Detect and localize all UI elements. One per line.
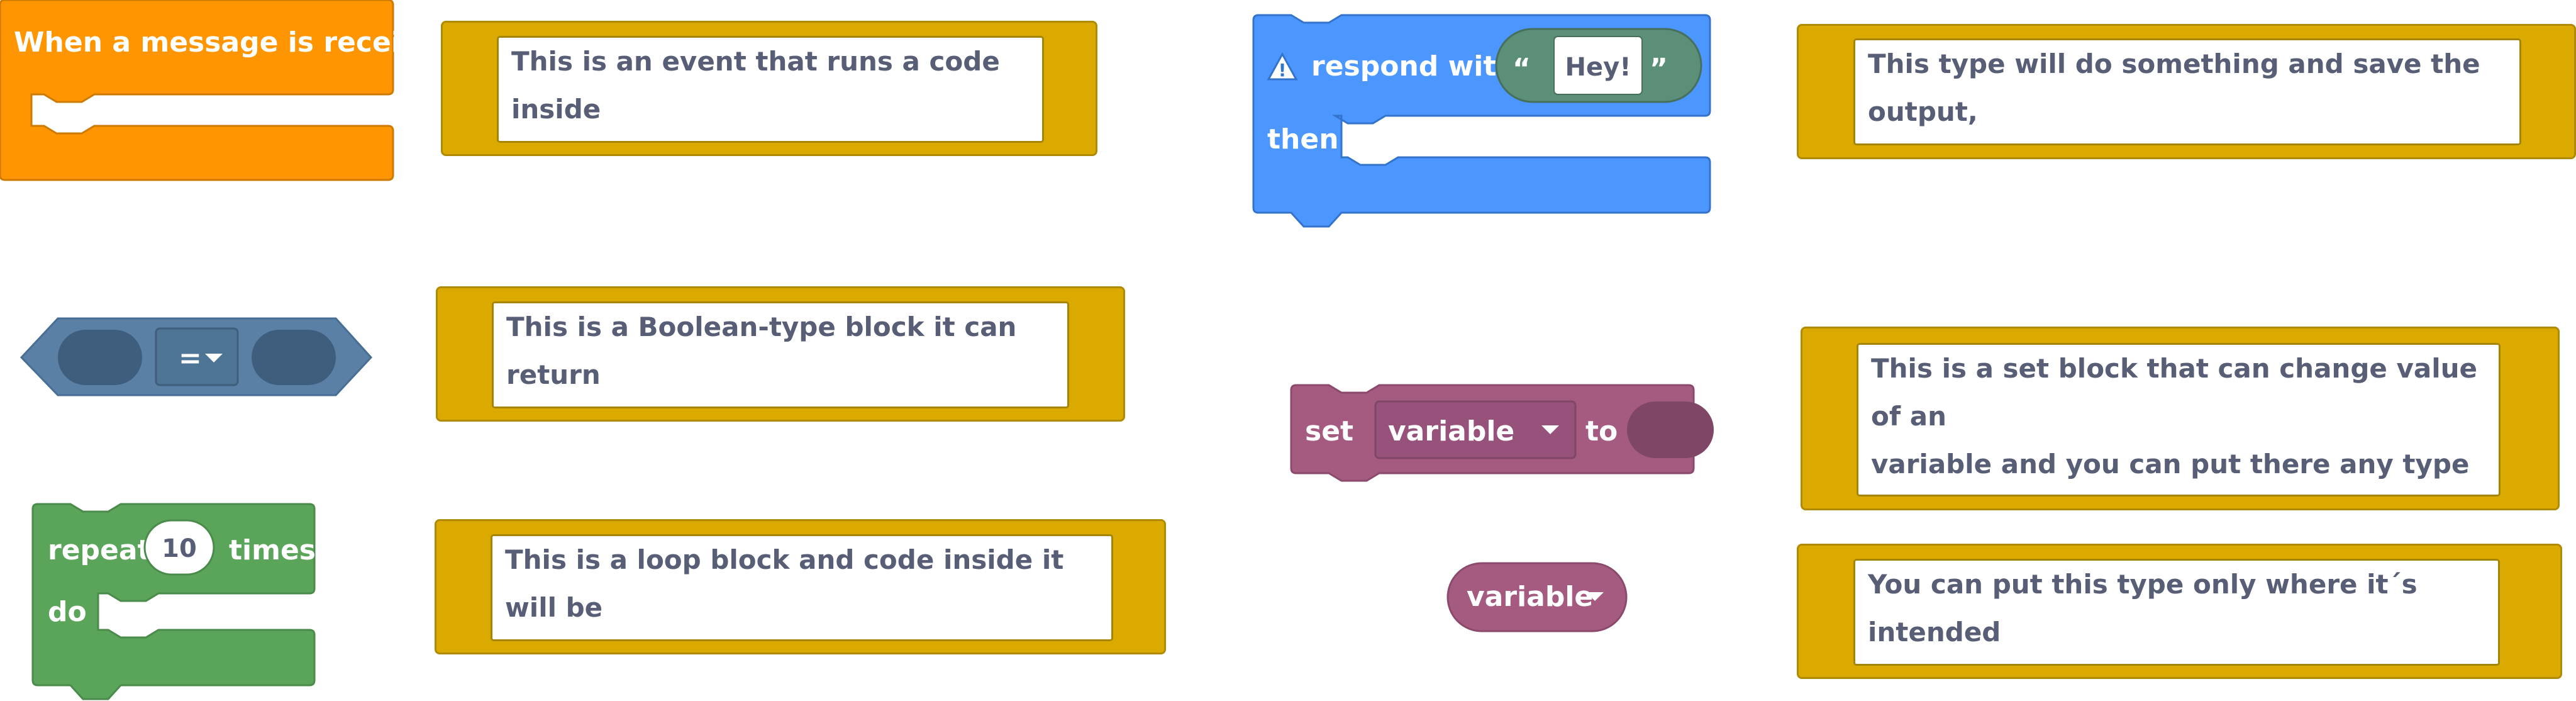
dropdown-caret-icon [1541, 425, 1559, 434]
variable-reporter-block[interactable]: variable [1446, 562, 1629, 634]
operator-value: = [179, 342, 202, 374]
respond-block-label: respond with [1311, 50, 1516, 82]
boolean-note: This is a Boolean-type block it can retu… [436, 286, 1125, 422]
svg-text:!: ! [1279, 60, 1287, 81]
boolean-compare-block[interactable]: = [19, 317, 374, 396]
to-label: to [1585, 415, 1618, 447]
respond-note-text: This type will do something and save the… [1853, 38, 2521, 145]
right-operand-slot[interactable] [252, 330, 336, 385]
text-input-value: Hey! [1565, 53, 1631, 82]
do-label: do [48, 596, 87, 628]
repeat-label: repeat [48, 534, 151, 566]
text-reporter[interactable]: “ Hey! ” [1495, 28, 1702, 103]
respond-block[interactable]: ! respond with “ Hey! ” then [1252, 14, 1711, 229]
set-note: This is a set block that can change valu… [1801, 327, 2560, 510]
respond-note: This type will do something and save the… [1797, 24, 2576, 159]
variable-dropdown[interactable] [1374, 400, 1577, 459]
dropdown-caret-icon [1586, 592, 1604, 601]
operator-dropdown[interactable] [155, 327, 239, 386]
warning-triangle-icon: ! [1267, 52, 1298, 81]
repeat-count-value: 10 [162, 534, 197, 563]
set-note-text: This is a set block that can change valu… [1857, 343, 2501, 496]
repeat-count-input[interactable] [143, 519, 215, 576]
event-note: This is an event that runs a code inside… [441, 21, 1097, 156]
then-label: then [1267, 123, 1339, 155]
variable-note: You can put this type only where it´s in… [1797, 544, 2562, 679]
open-quote-icon: “ [1513, 53, 1531, 85]
close-quote-icon: ” [1650, 53, 1668, 85]
dropdown-caret-icon [205, 354, 223, 362]
loop-note-text: This is a loop block and code inside it … [491, 534, 1113, 641]
event-block[interactable]: When a message is received [0, 0, 457, 182]
boolean-note-text: This is a Boolean-type block it can retu… [492, 301, 1069, 408]
event-block-label: When a message is received [14, 26, 457, 59]
variable-reporter-label: variable [1467, 581, 1593, 613]
set-label: set [1305, 415, 1353, 447]
repeat-loop-block[interactable]: repeat 10 times do [31, 503, 317, 701]
value-slot[interactable] [1627, 401, 1714, 458]
text-input-field[interactable] [1553, 36, 1643, 95]
times-label: times [229, 534, 316, 566]
variable-dropdown-value: variable [1388, 415, 1514, 447]
variable-note-text: You can put this type only where it´s in… [1853, 559, 2500, 666]
set-variable-block[interactable]: set variable to [1290, 384, 1714, 482]
left-operand-slot[interactable] [58, 330, 142, 385]
loop-note: This is a loop block and code inside it … [435, 519, 1166, 654]
event-note-text: This is an event that runs a code inside… [497, 36, 1044, 143]
